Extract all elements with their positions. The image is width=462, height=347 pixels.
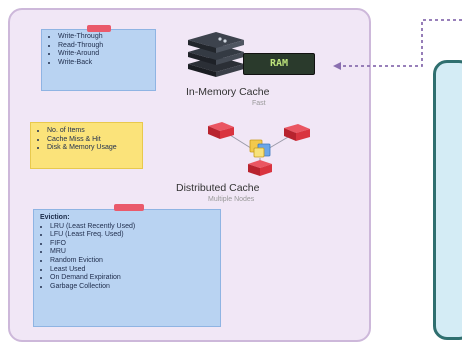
eviction-note: Eviction: LRU (Least Recently Used) LFU …: [33, 204, 221, 327]
ram-chip-icon: RAM: [243, 53, 315, 75]
cache-node-icon: [208, 122, 234, 139]
metrics-list: No. of Items Cache Miss & Hit Disk & Mem…: [37, 127, 136, 153]
write-strategies-list: Write-Through Read-Through Write-Around …: [48, 33, 149, 67]
eviction-heading: Eviction:: [40, 214, 70, 221]
note-tab: [114, 204, 144, 211]
list-item: Read-Through: [58, 42, 149, 51]
distributed-subtitle: Multiple Nodes: [208, 196, 255, 203]
list-item: Write-Back: [58, 59, 149, 68]
in-memory-title: In-Memory Cache: [186, 86, 270, 98]
note-tab: [87, 25, 111, 32]
list-item: Disk & Memory Usage: [47, 144, 136, 153]
list-item: Cache Miss & Hit: [47, 136, 136, 145]
list-item: Write-Around: [58, 50, 149, 59]
in-memory-subtitle: Fast: [252, 100, 266, 107]
distributed-nodes-icon: [208, 122, 310, 176]
list-item: On Demand Expiration: [50, 274, 214, 283]
distributed-title: Distributed Cache: [176, 182, 260, 194]
eviction-list: LRU (Least Recently Used) LFU (Least Fre…: [40, 223, 214, 292]
cache-node-icon: [284, 124, 310, 141]
write-strategies-note: Write-Through Read-Through Write-Around …: [41, 25, 156, 91]
hub-icon: [249, 139, 271, 158]
right-panel: [433, 60, 462, 340]
server-stack-icon: [188, 32, 244, 77]
list-item: LFU (Least Freq. Used): [50, 231, 214, 240]
list-item: LRU (Least Recently Used): [50, 223, 214, 232]
metrics-note: No. of Items Cache Miss & Hit Disk & Mem…: [30, 122, 143, 169]
list-item: FIFO: [50, 240, 214, 249]
list-item: Least Used: [50, 266, 214, 275]
list-item: Garbage Collection: [50, 283, 214, 292]
cache-node-icon: [248, 160, 272, 176]
list-item: Write-Through: [58, 33, 149, 42]
list-item: Random Eviction: [50, 257, 214, 266]
list-item: No. of Items: [47, 127, 136, 136]
list-item: MRU: [50, 248, 214, 257]
